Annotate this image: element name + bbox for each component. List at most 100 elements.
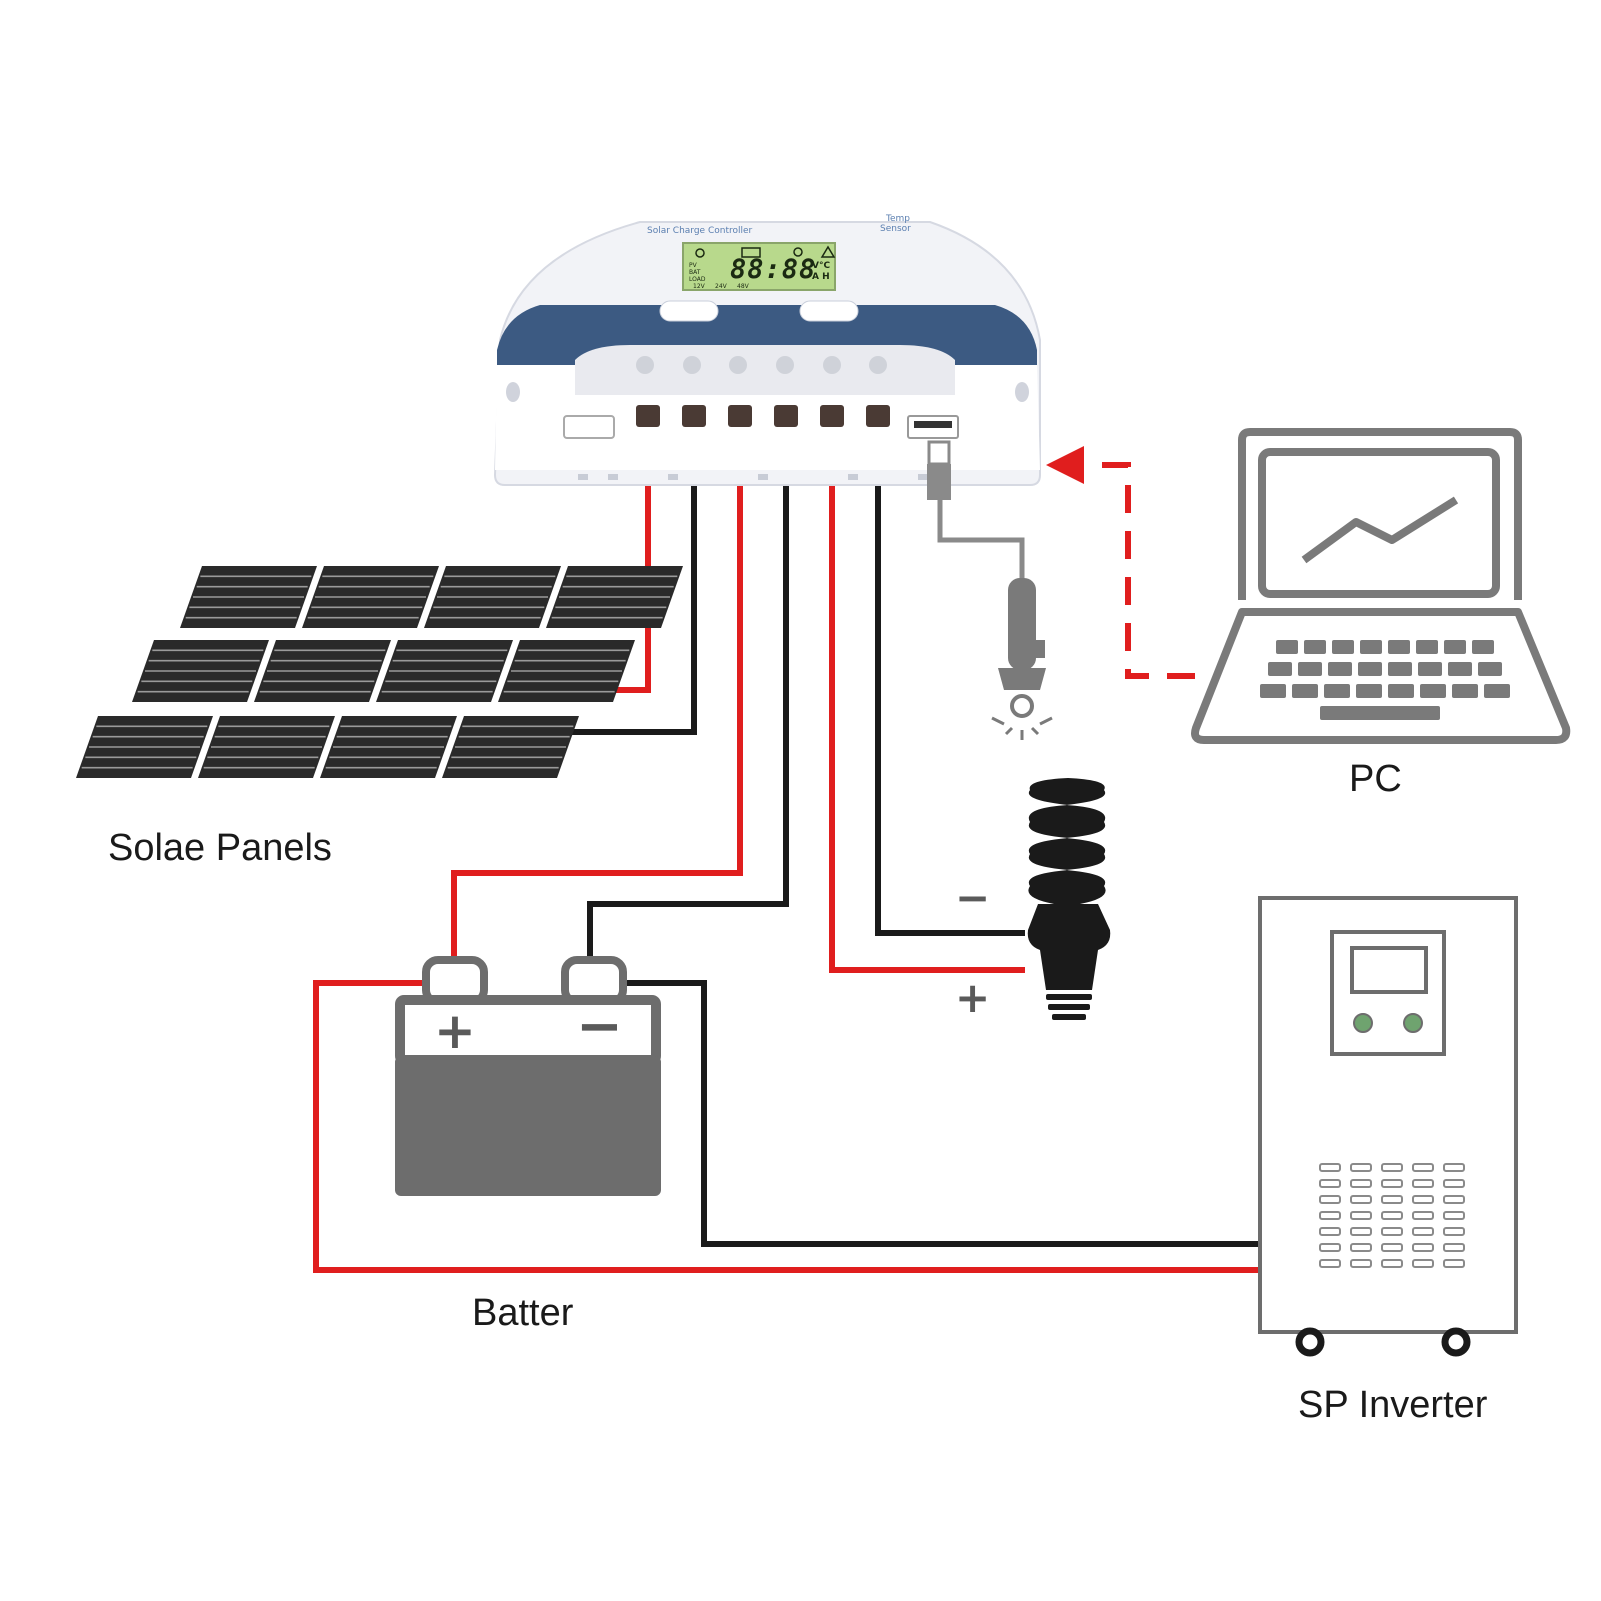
solar-cell [498,640,635,702]
keyboard-icon [1260,640,1510,720]
select-button[interactable] [799,300,859,322]
charger-tip [1036,640,1045,658]
wire-inverter-negative [612,980,1260,1247]
bulb-thread [1048,1004,1090,1010]
inverter-vent [1412,1259,1434,1268]
solar-cell [302,566,439,628]
keyboard-key [1304,640,1326,654]
usb-car-charger-icon [991,578,1053,740]
wire-battery-positive [451,420,743,960]
terminal-bat-negative[interactable] [774,405,798,427]
screw-hole [683,356,701,374]
inverter-vent [1319,1211,1341,1220]
screw-hole [636,356,654,374]
solar-cell [424,566,561,628]
terminal-load-negative[interactable] [866,405,890,427]
usb-port-inner [914,421,952,428]
terminal-load-positive[interactable] [820,405,844,427]
inverter-display [1350,946,1428,994]
lcd-label-pv: PV [689,262,697,269]
keyboard-key [1332,640,1354,654]
terminal-bat-positive[interactable] [728,405,752,427]
inverter-wheel-left [1295,1327,1325,1357]
terminal-pv-negative[interactable] [682,405,706,427]
screw-hole [823,356,841,374]
pc-data-link [1046,446,1195,679]
inverter-vent [1412,1243,1434,1252]
battery-body [395,1056,661,1196]
side-hole-left [506,382,520,402]
inverter-vent [1319,1259,1341,1268]
lcd-icons [695,245,836,258]
inverter-vent [1412,1227,1434,1236]
laptop-screen [1258,448,1500,598]
bulb-icon [793,247,803,257]
vent-slot [578,474,588,480]
inverter-vent [1381,1259,1403,1268]
usb-plug-connector [927,440,951,466]
battery-icon [741,247,761,258]
inverter-vent [1319,1163,1341,1172]
solar-cell [376,640,513,702]
keyboard-key [1292,684,1318,698]
pc-label: PC [1349,758,1402,800]
vent-slot [758,474,768,480]
screw-hole [869,356,887,374]
keyboard-key [1388,640,1410,654]
temp-sensor-label: Temp [886,214,910,224]
keyboard-key [1328,662,1352,676]
side-hole-right [1015,382,1029,402]
bulb-spiral [1028,778,1106,904]
lcd-label-bat: BAT [689,269,701,276]
inverter-vent [1350,1163,1372,1172]
load-positive-sign: + [955,973,991,1022]
light-rays-icon [991,716,1053,740]
inverter-vent [1319,1227,1341,1236]
temp-sensor-port[interactable] [563,415,615,439]
screw-hole [776,356,794,374]
usb-plug-body [927,464,951,500]
inverter-vent [1350,1259,1372,1268]
keyboard-key [1356,684,1382,698]
terminal-pv-positive[interactable] [636,405,660,427]
bulb-thread [1052,1014,1086,1020]
keyboard-key [1388,662,1412,676]
temp-sensor-label: Sensor [880,224,911,234]
sun-icon [695,248,705,258]
solar-cell [180,566,317,628]
lcd-volt-48: 48V [737,283,749,290]
keyboard-key [1418,662,1442,676]
solar-panels-label: Solae Panels [108,827,332,869]
inverter-vent [1443,1243,1465,1252]
battery-negative-sign: − [576,994,623,1059]
keyboard-key [1324,684,1350,698]
inverter-vent [1319,1179,1341,1188]
inverter-vent [1412,1195,1434,1204]
solar-cell [442,716,579,778]
vent-slot [668,474,678,480]
lcd-unit-top: V°C [812,261,831,271]
inverter-vent [1350,1227,1372,1236]
inverter-vent [1381,1179,1403,1188]
arrow-head-icon [1046,446,1084,484]
keyboard-key [1484,684,1510,698]
usb-cable [937,498,1025,580]
charger-light [1010,694,1034,718]
lcd-screen [682,242,836,291]
vent-slot [848,474,858,480]
lcd-label-load: LOAD [689,276,706,283]
inverter-vent [1443,1259,1465,1268]
light-ray [1030,726,1040,736]
battery-label: Batter [472,1292,574,1334]
screw-hole [729,356,747,374]
laptop-base [1191,608,1571,744]
menu-button[interactable] [659,300,719,322]
keyboard-key [1444,640,1466,654]
wire-load-positive [829,420,1025,973]
keyboard-key [1388,684,1414,698]
inverter-vent [1443,1195,1465,1204]
inverter-vent [1381,1195,1403,1204]
wire-panel-negative [520,420,697,735]
vent-slot [918,474,928,480]
